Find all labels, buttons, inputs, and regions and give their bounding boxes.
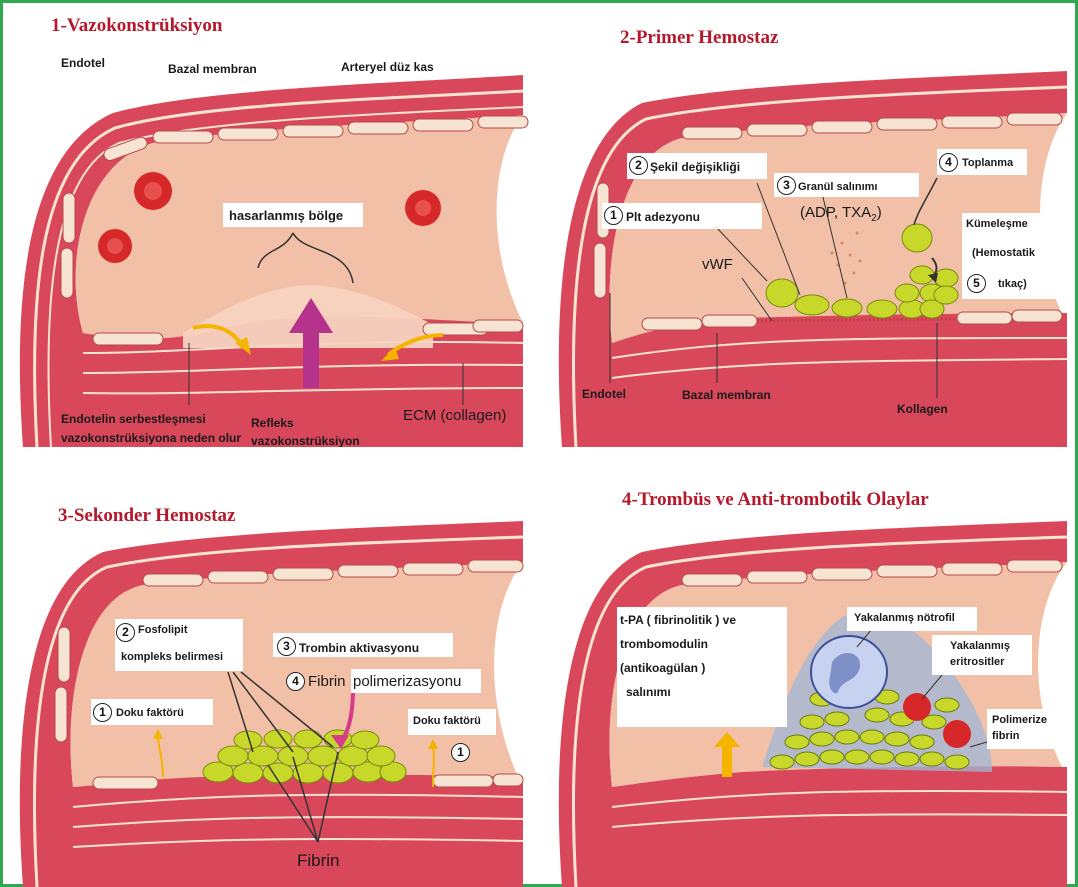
panel-title: 2-Primer Hemostaz	[620, 27, 778, 49]
label-bazal-membran: Bazal membran	[682, 387, 771, 403]
label-refleks-line2: vazokonstrüksiyon	[251, 433, 360, 447]
label-tpa-line3: (antikoagülan )	[620, 660, 705, 676]
panel-secondary-hemostasis: 3-Sekonder Hemostaz 2 Fosfolipit komplek…	[3, 447, 542, 887]
label-notrofil: Yakalanmış nötrofil	[854, 611, 955, 626]
label-vwf: vWF	[702, 255, 733, 275]
label-hemostatik: (Hemostatik	[972, 246, 1035, 261]
label-tpa-line1: t-PA ( fibrinolitik ) ve	[620, 612, 736, 628]
step-number: 4	[939, 153, 958, 172]
label-polimerizasyonu: polimerizasyonu	[353, 672, 461, 692]
panel-title: 4-Trombüs ve Anti-trombotik Olaylar	[622, 489, 929, 511]
label-tikac: tıkaç)	[998, 277, 1027, 292]
step-number: 4	[286, 672, 305, 691]
step-number: 1	[604, 206, 623, 225]
label-arteryel-duz-kas: Arteryel düz kas	[341, 59, 434, 75]
label-refleks-line1: Refleks	[251, 415, 294, 431]
neutrophil-icon	[811, 636, 887, 708]
step-number: 1	[451, 743, 470, 762]
panel-thrombus: 4-Trombüs ve Anti-trombotik Olaylar t-PA…	[542, 447, 1075, 887]
label-fosfolipit: Fosfolipit	[138, 623, 188, 638]
step-number: 5	[967, 274, 986, 293]
step-number: 3	[777, 176, 796, 195]
label-trombin-aktivasyonu: Trombin aktivasyonu	[299, 640, 419, 656]
label-sekil-degisikligi: Şekil değişikliği	[650, 159, 740, 175]
label-kompleks: kompleks belirmesi	[121, 650, 223, 665]
step-number: 2	[629, 156, 648, 175]
label-hasarlanmis-bolge: hasarlanmış bölge	[229, 207, 343, 225]
panel-vasoconstriction: 1-Vazokonstrüksiyon Endotel Bazal membra…	[3, 3, 542, 447]
label-kollagen: Kollagen	[897, 401, 948, 417]
label-plt-adezyonu: Plt adezyonu	[626, 209, 700, 225]
label-doku-faktoru-right: Doku faktörü	[413, 714, 481, 729]
label-fibrin: Fibrin	[308, 672, 346, 692]
step-number: 1	[93, 703, 112, 722]
label-endotel: Endotel	[61, 55, 105, 71]
step-number: 3	[277, 637, 296, 656]
label-tpa-line4: salınımı	[626, 684, 671, 700]
label-kumelesme: Kümeleşme	[966, 217, 1028, 232]
panel-title: 1-Vazokonstrüksiyon	[51, 15, 222, 37]
label-adp-txa: (ADP, TXA2)	[800, 203, 882, 226]
label-endotelin-line1: Endotelin serbestleşmesi	[61, 411, 206, 427]
label-polimerize-line1: Polimerize	[992, 713, 1047, 728]
label-bazal-membran: Bazal membran	[168, 61, 257, 77]
label-eritrosit-line1: Yakalanmış	[950, 639, 1010, 654]
label-tpa-line2: trombomodulin	[620, 636, 708, 652]
label-polimerize-line2: fibrin	[992, 729, 1020, 744]
label-granul-salinimi: Granül salınımı	[798, 180, 877, 195]
label-ecm: ECM (collagen)	[403, 406, 506, 426]
label-endotel: Endotel	[582, 386, 626, 402]
label-doku-faktoru: Doku faktörü	[116, 706, 184, 721]
label-toplanma: Toplanma	[962, 156, 1013, 171]
step-number: 2	[116, 623, 135, 642]
panel-primary-hemostasis: 2-Primer Hemostaz 2 Şekil değişikliği 3 …	[542, 3, 1075, 447]
panel-title: 3-Sekonder Hemostaz	[58, 505, 236, 527]
label-fibrin-bottom: Fibrin	[297, 850, 340, 873]
label-endotelin-line2: vazokonstrüksiyona neden olur	[61, 430, 241, 446]
label-eritrosit-line2: eritrositler	[950, 655, 1004, 670]
